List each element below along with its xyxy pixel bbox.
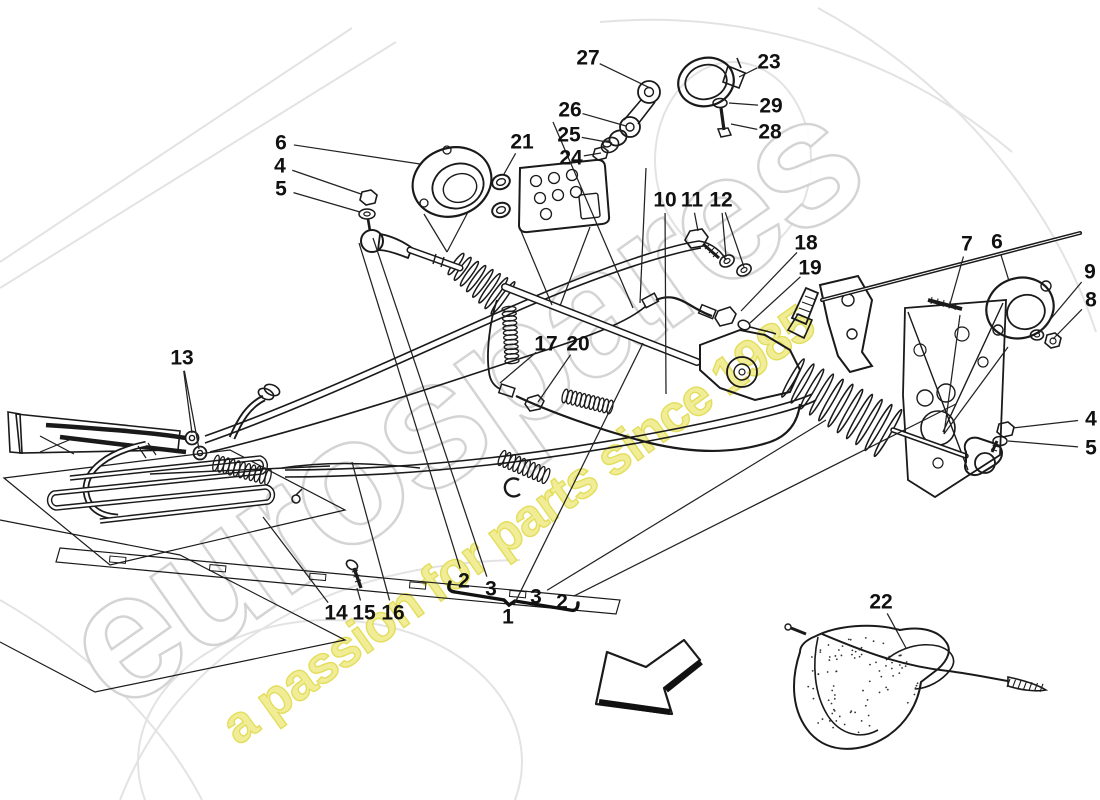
callout-leader-19 <box>749 276 801 324</box>
callout-9: 9 <box>1084 261 1096 284</box>
callout-3: 3 <box>485 578 497 601</box>
callout-leader-29 <box>728 102 759 106</box>
sealing-washers <box>719 254 752 277</box>
callout-leader-9 <box>1038 281 1083 334</box>
callout-6: 6 <box>991 231 1003 254</box>
callout-4: 4 <box>274 155 286 178</box>
callout-15: 15 <box>352 602 376 625</box>
callout-leader-3 <box>372 237 488 577</box>
callout-leader-23 <box>738 67 758 78</box>
callout-leader-21 <box>503 153 517 175</box>
callout-leader-3 <box>546 419 827 591</box>
group-bracket <box>447 580 580 613</box>
pinion-shaft <box>786 286 820 340</box>
callout-18: 18 <box>794 232 818 255</box>
oil-cooler-assembly <box>0 383 621 693</box>
banjo-bolt <box>684 228 720 260</box>
callout-leader-15 <box>356 587 362 601</box>
callout-leader-26 <box>582 112 627 127</box>
callout-13: 13 <box>170 347 193 370</box>
callout-leader-5 <box>1007 440 1079 448</box>
callout-leader-17 <box>499 351 537 384</box>
callout-leader-2 <box>573 403 957 597</box>
callout-7: 7 <box>961 233 973 256</box>
callout-leader-1 <box>513 342 644 606</box>
callout-leader-14 <box>262 516 329 604</box>
callout-22: 22 <box>869 591 892 614</box>
callout-21: 21 <box>510 131 534 154</box>
callout-2: 2 <box>458 570 470 593</box>
callout-24: 24 <box>559 147 583 170</box>
callout-5: 5 <box>1085 437 1097 460</box>
callout-8: 8 <box>1085 289 1097 312</box>
callout-28: 28 <box>758 121 782 144</box>
heat-shield <box>784 623 1049 750</box>
loose-springs <box>497 305 614 498</box>
background-body-outline <box>0 7 1097 800</box>
callout-leader-13 <box>183 370 193 434</box>
callout-23: 23 <box>757 51 780 74</box>
callout-leader-2 <box>358 242 461 569</box>
callout-leader-10 <box>664 212 667 395</box>
callout-20: 20 <box>566 333 589 356</box>
rack-mount-left <box>411 145 493 253</box>
callout-12: 12 <box>709 189 732 212</box>
callout-16: 16 <box>381 602 404 625</box>
callout-leader-12 <box>721 212 727 258</box>
watermark: eurospares a passion for parts since 198… <box>24 54 896 756</box>
callout-2: 2 <box>556 591 568 614</box>
direction-arrow-icon <box>594 638 703 716</box>
callout-27: 27 <box>576 47 599 70</box>
callout-11: 11 <box>681 189 704 212</box>
callout-6: 6 <box>275 132 287 155</box>
callout-leader-25 <box>581 136 613 144</box>
callout-leader-13 <box>183 370 200 450</box>
callout-leader-24 <box>583 152 602 157</box>
pipe-spring <box>212 454 272 486</box>
callout-14: 14 <box>324 602 348 625</box>
callout-leader-28 <box>730 123 758 130</box>
callout-5: 5 <box>275 178 287 201</box>
callout-leader-8 <box>1052 308 1083 340</box>
callout-leader-6 <box>1000 254 1010 282</box>
callout-19: 19 <box>798 257 821 280</box>
callout-leader-16 <box>351 461 391 601</box>
callout-leader-18 <box>740 251 798 312</box>
callout-leader-27 <box>599 63 651 89</box>
column-clamp-assembly <box>552 56 747 309</box>
callout-1: 1 <box>502 606 514 629</box>
callout-29: 29 <box>759 95 782 118</box>
callout-leader-6 <box>293 144 421 165</box>
callout-3: 3 <box>530 586 542 609</box>
callout-leader-4 <box>292 169 362 195</box>
callout-17: 17 <box>534 333 557 356</box>
tie-rod-right <box>890 421 1015 476</box>
callout-leader-22 <box>886 613 907 649</box>
callout-25: 25 <box>557 124 581 147</box>
callout-26: 26 <box>558 99 581 122</box>
callout-leader-11 <box>693 212 699 232</box>
cooler-bolt <box>345 559 363 589</box>
tie-rod-left <box>358 189 464 272</box>
callout-leader-7 <box>949 256 965 305</box>
callout-leader-5 <box>293 192 361 213</box>
callout-10: 10 <box>653 189 676 212</box>
callout-leader-20 <box>537 354 572 403</box>
rack-mount-right <box>927 276 1062 349</box>
callout-4: 4 <box>1085 408 1097 431</box>
callout-leader-4 <box>1012 419 1079 429</box>
callout-leader-12 <box>724 212 745 268</box>
steering-rack <box>447 231 1082 458</box>
gasket-plate <box>491 158 611 307</box>
rack-boot-right <box>780 358 903 458</box>
